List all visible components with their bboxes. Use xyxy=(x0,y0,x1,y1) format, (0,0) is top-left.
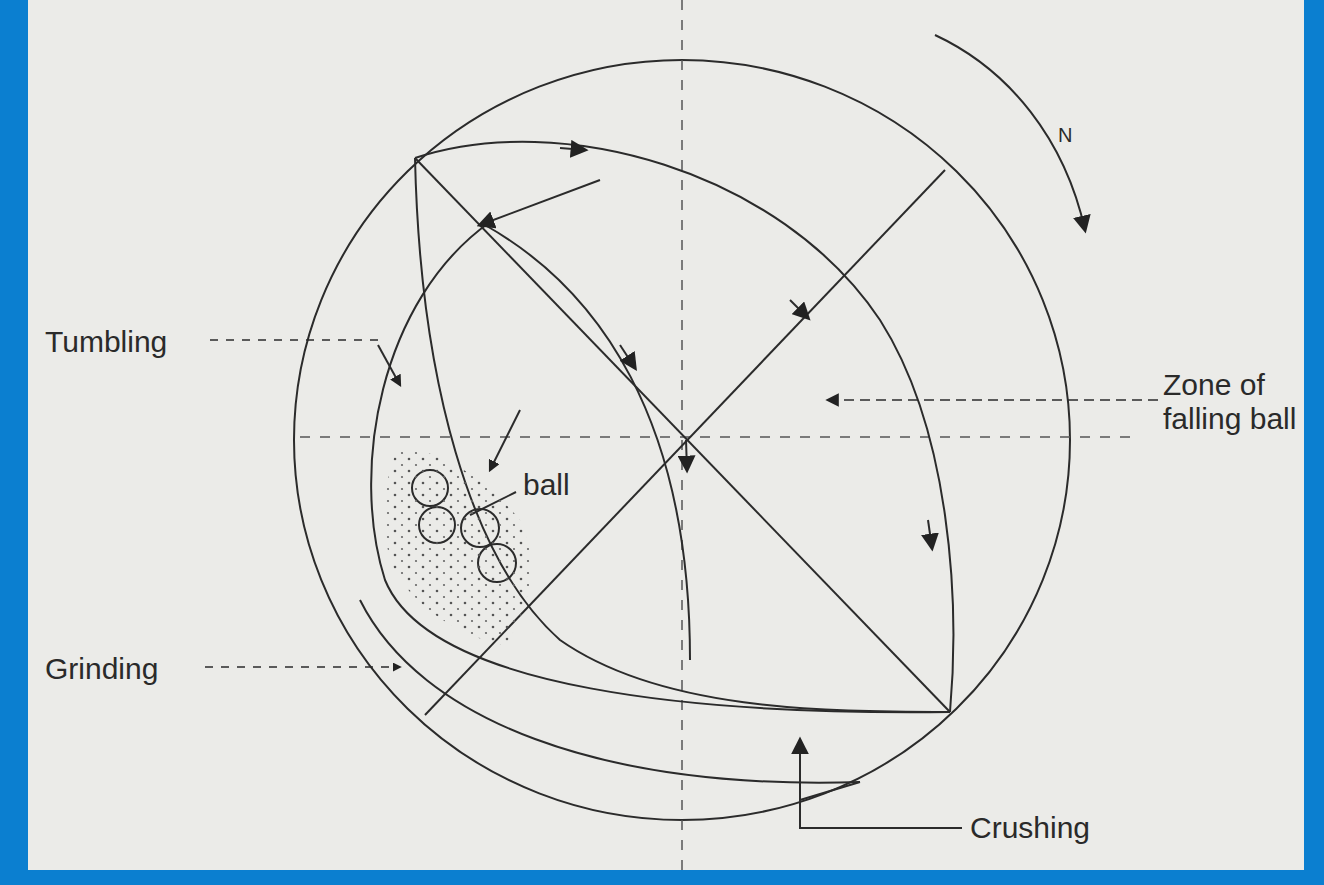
zone-label: Crushing xyxy=(970,811,1090,845)
zone-label: Tumbling xyxy=(45,325,167,359)
zone-label: Zone of falling ball xyxy=(1163,368,1318,436)
zone-label: Grinding xyxy=(45,652,158,686)
rotation-label: N xyxy=(1058,118,1072,152)
paper-ground xyxy=(28,0,1304,870)
part-label: ball xyxy=(520,468,573,502)
